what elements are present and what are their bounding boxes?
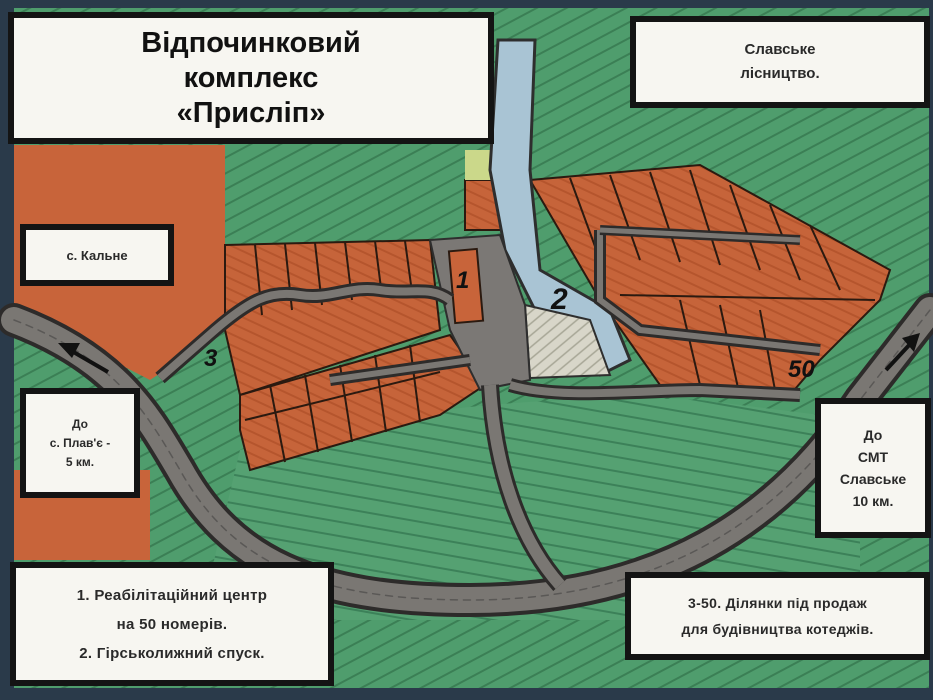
legend-right-line-2: для будівництва котеджів. bbox=[681, 621, 874, 637]
marker-3: 3 bbox=[204, 345, 218, 372]
ski-slope bbox=[488, 38, 632, 377]
rehab-center bbox=[447, 247, 485, 325]
forestry-line-1: Славське bbox=[744, 41, 816, 58]
to-plave-line-1: До bbox=[71, 416, 89, 431]
to-slavske-line-1: До bbox=[863, 427, 883, 443]
legend-left-line-1: 1. Реабілітаційний центр bbox=[76, 586, 268, 604]
kalne-text: с. Кальне bbox=[66, 247, 128, 263]
to-plave-line-2: с. Плав'є - bbox=[49, 435, 111, 450]
map-title: Відпочинковий комплекс «Присліп» bbox=[8, 12, 494, 144]
marker-2: 2 bbox=[551, 283, 568, 316]
legend-plots: 3-50. Ділянки під продаж для будівництва… bbox=[625, 572, 930, 660]
arrow-right-icon bbox=[884, 333, 920, 372]
forestry-line-2: лісництво. bbox=[740, 65, 820, 82]
forestry-label: Славське лісництво. bbox=[630, 16, 930, 108]
legend-right-line-1: 3-50. Ділянки під продаж bbox=[688, 595, 867, 611]
internal-road-west bbox=[155, 282, 471, 386]
marker-50: 50 bbox=[788, 356, 815, 383]
kalne-label: с. Кальне bbox=[20, 224, 174, 286]
arrow-left-icon bbox=[58, 343, 110, 374]
to-plave-label: До с. Плав'є - 5 км. bbox=[20, 388, 140, 498]
legend-left-line-3: 2. Гірськолижний спуск. bbox=[79, 644, 265, 662]
to-slavske-line-4: 10 км. bbox=[852, 493, 894, 509]
plots-east bbox=[528, 163, 892, 397]
to-slavske-label: До СМТ Славське 10 км. bbox=[815, 398, 931, 538]
title-line-3: «Присліп» bbox=[176, 96, 326, 129]
legend-facilities: 1. Реабілітаційний центр на 50 номерів. … bbox=[10, 562, 334, 686]
internal-road-east bbox=[594, 225, 821, 356]
title-line-2: комплекс bbox=[183, 61, 319, 94]
legend-left-line-2: на 50 номерів. bbox=[116, 615, 228, 633]
to-slavske-line-2: СМТ bbox=[857, 449, 889, 465]
title-line-1: Відпочинковий bbox=[141, 26, 361, 59]
to-slavske-line-3: Славське bbox=[839, 471, 907, 487]
marker-1: 1 bbox=[456, 267, 470, 294]
to-plave-line-3: 5 км. bbox=[65, 454, 95, 469]
access-road bbox=[481, 378, 801, 591]
